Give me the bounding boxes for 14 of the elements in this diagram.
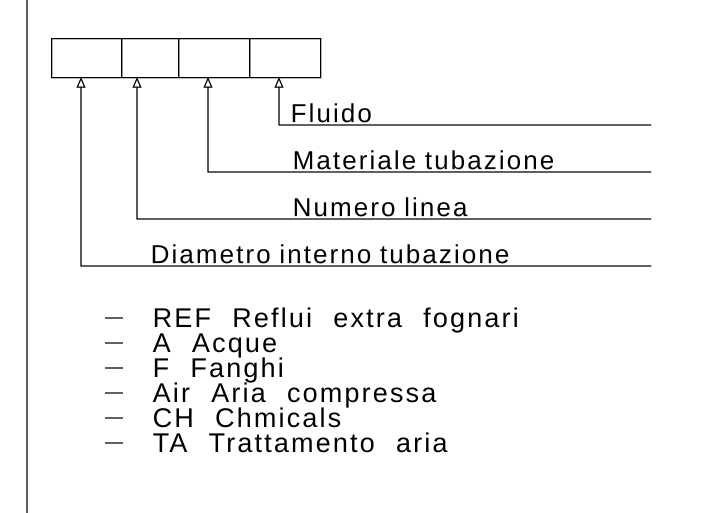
legend-text: A Acque bbox=[152, 333, 276, 358]
underlined-label: Diametro interno tubazione bbox=[150, 244, 652, 267]
underlined-label: Numero linea bbox=[292, 197, 652, 220]
underlined-label: Materiale tubazione bbox=[292, 150, 652, 173]
field-box bbox=[121, 38, 180, 78]
field-box bbox=[249, 38, 322, 78]
field-box bbox=[51, 38, 122, 78]
legend-text: F Fanghi bbox=[154, 357, 282, 383]
legend-text: Air Aria compressa bbox=[152, 382, 436, 408]
legend-text: REF Reflui extra fognari bbox=[154, 307, 517, 333]
legend-text: CH Chmicals bbox=[154, 407, 340, 428]
underlined-label: Fluido bbox=[290, 103, 652, 126]
field-box bbox=[178, 38, 250, 78]
legend-text: TA Trattamento aria bbox=[153, 432, 448, 452]
